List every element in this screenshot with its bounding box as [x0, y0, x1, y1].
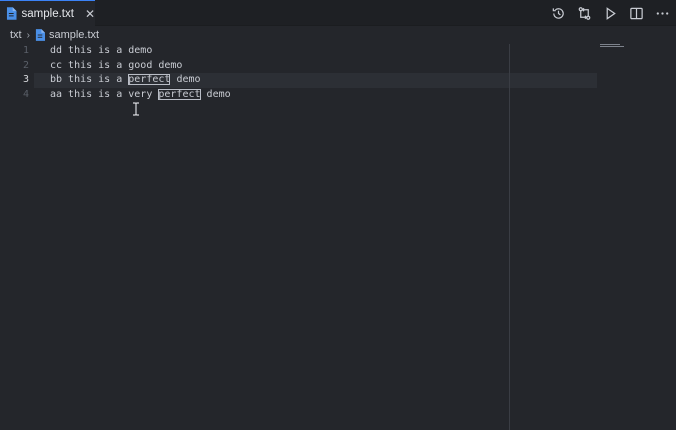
- file-icon: [6, 7, 17, 20]
- tab-label: sample.txt: [21, 7, 74, 20]
- more-actions-icon[interactable]: [654, 5, 670, 21]
- text-editor[interactable]: 1 2 3 4 dd this is a demo cc this is a g…: [0, 44, 676, 430]
- line-text: aa this is a very: [50, 88, 159, 100]
- line-text: bb this is a: [50, 74, 129, 85]
- line-number: 2: [22, 59, 29, 71]
- breadcrumb-folder[interactable]: txt: [10, 29, 22, 41]
- current-line-highlight: [34, 73, 597, 88]
- line-number-gutter: 1 2 3 4: [0, 44, 34, 102]
- file-icon: [35, 29, 45, 41]
- vertical-ruler: [509, 44, 510, 430]
- vertical-scrollbar[interactable]: [666, 44, 676, 430]
- code-line[interactable]: cc this is a good demo: [50, 59, 231, 74]
- text-cursor-icon: [133, 102, 139, 116]
- editor-actions: [550, 0, 676, 26]
- match-highlight: perfect: [158, 88, 201, 100]
- compare-changes-icon[interactable]: [576, 5, 592, 21]
- code-area[interactable]: dd this is a demo cc this is a good demo…: [50, 44, 231, 102]
- breadcrumb: txt › sample.txt: [0, 26, 676, 44]
- line-text: demo: [170, 74, 201, 85]
- line-text: dd this is a demo: [50, 45, 153, 56]
- run-icon[interactable]: [602, 5, 618, 21]
- code-line-active[interactable]: bb this is a perfect demo: [50, 73, 231, 88]
- history-icon[interactable]: [550, 5, 566, 21]
- minimap[interactable]: [600, 44, 626, 50]
- tab-bar: sample.txt ✕: [0, 0, 676, 26]
- close-icon[interactable]: ✕: [84, 6, 95, 21]
- line-number: 4: [22, 88, 29, 100]
- line-text: demo: [200, 88, 231, 100]
- selection-highlight: perfect: [128, 74, 171, 85]
- code-line[interactable]: aa this is a very perfect demo: [50, 88, 231, 103]
- line-text: cc this is a good demo: [50, 59, 183, 71]
- split-editor-icon[interactable]: [628, 5, 644, 21]
- chevron-right-icon: ›: [26, 29, 30, 41]
- breadcrumb-file[interactable]: sample.txt: [48, 29, 100, 41]
- line-number: 1: [22, 45, 29, 56]
- tab-sample-txt[interactable]: sample.txt ✕: [0, 0, 95, 26]
- code-line[interactable]: dd this is a demo: [50, 44, 231, 59]
- line-number-active: 3: [22, 74, 29, 85]
